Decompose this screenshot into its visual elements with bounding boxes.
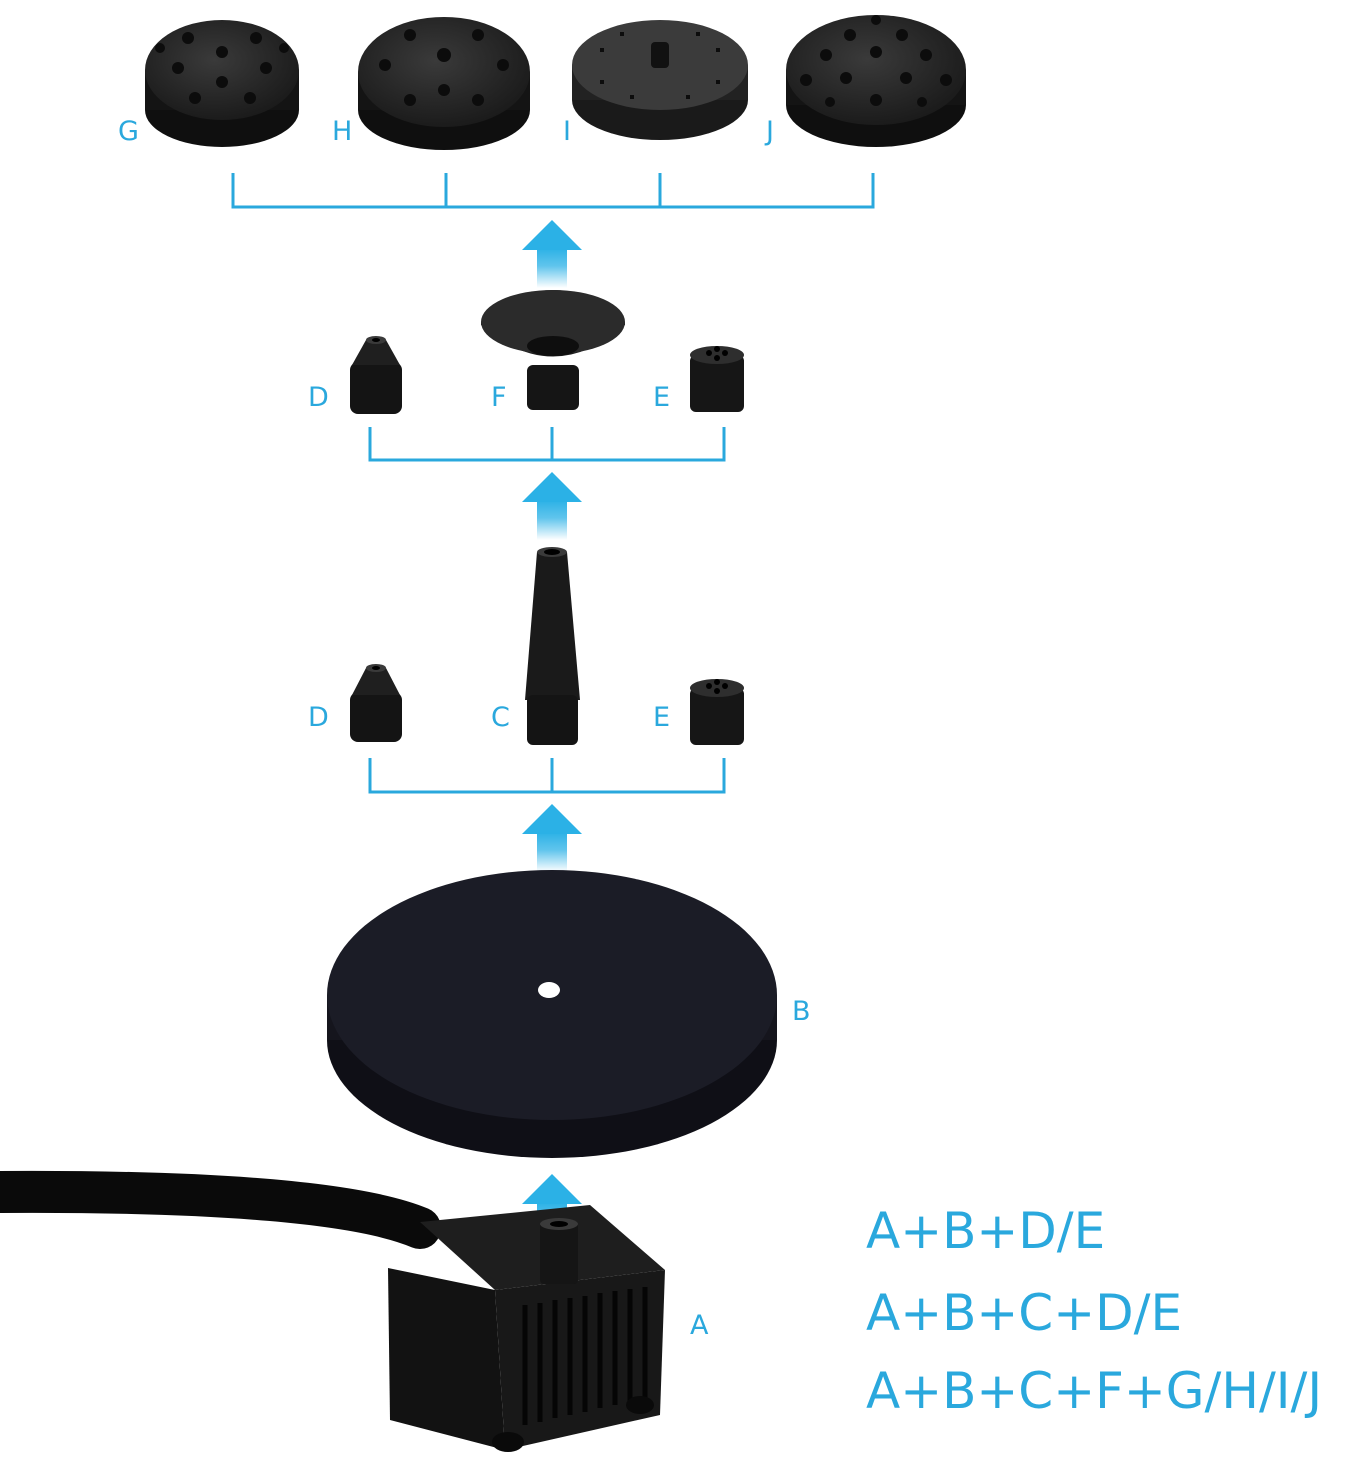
nozzle-d-top — [350, 336, 402, 414]
combination-3: A+B+C+F+G/H/I/J — [866, 1362, 1323, 1420]
water-pump-a — [0, 1170, 665, 1452]
nozzle-d-middle — [350, 664, 402, 742]
label-i: I — [563, 116, 571, 147]
arrow-up-1 — [522, 220, 582, 288]
label-j: J — [766, 116, 774, 147]
nozzle-head-j — [786, 15, 966, 147]
nozzle-e-top — [690, 346, 744, 412]
nozzle-e-middle — [690, 679, 744, 745]
label-e-top: E — [653, 382, 671, 413]
foam-float-b — [327, 870, 777, 1158]
label-d-middle: D — [308, 702, 329, 733]
label-g: G — [118, 116, 139, 147]
extension-tube-c — [525, 547, 580, 745]
combination-1: A+B+D/E — [866, 1202, 1106, 1260]
nozzle-head-g — [145, 20, 299, 147]
label-b: B — [792, 996, 811, 1027]
label-d-top: D — [308, 382, 329, 413]
nozzle-head-i — [572, 20, 748, 140]
nozzle-head-h — [358, 17, 530, 150]
label-c: C — [491, 702, 510, 733]
bracket-middle-upper — [368, 427, 726, 462]
arrow-up-3 — [522, 804, 582, 872]
arrow-up-2 — [522, 472, 582, 540]
label-a: A — [690, 1310, 709, 1341]
label-f: F — [491, 382, 507, 413]
bracket-middle-lower — [368, 758, 726, 794]
fountain-cup-f — [481, 290, 625, 410]
bracket-top — [231, 173, 875, 209]
combination-2: A+B+C+D/E — [866, 1284, 1183, 1342]
label-h: H — [332, 116, 353, 147]
label-e-middle: E — [653, 702, 671, 733]
